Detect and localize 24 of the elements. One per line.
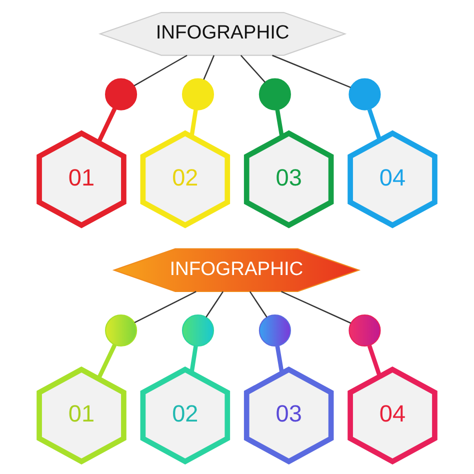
- connector: [275, 346, 284, 374]
- node-circle: [258, 314, 291, 347]
- connector: [281, 290, 352, 324]
- node-circle: [182, 314, 214, 347]
- node-circle: [105, 78, 138, 110]
- connector: [190, 109, 198, 137]
- connector: [203, 55, 215, 80]
- connector: [134, 291, 196, 324]
- connector: [240, 54, 266, 83]
- node-circle: [348, 78, 381, 110]
- node-circle: [182, 78, 214, 110]
- connector: [96, 108, 117, 144]
- connector: [96, 344, 117, 380]
- connector: [190, 346, 198, 374]
- connector: [367, 108, 382, 141]
- connector: [249, 291, 268, 318]
- connector: [134, 54, 188, 86]
- connector: [275, 109, 284, 138]
- node-circle: [258, 78, 291, 110]
- node-circle: [105, 314, 138, 347]
- connector: [272, 54, 351, 88]
- connector: [367, 344, 382, 378]
- node-circle: [348, 314, 381, 347]
- connector: [206, 291, 224, 318]
